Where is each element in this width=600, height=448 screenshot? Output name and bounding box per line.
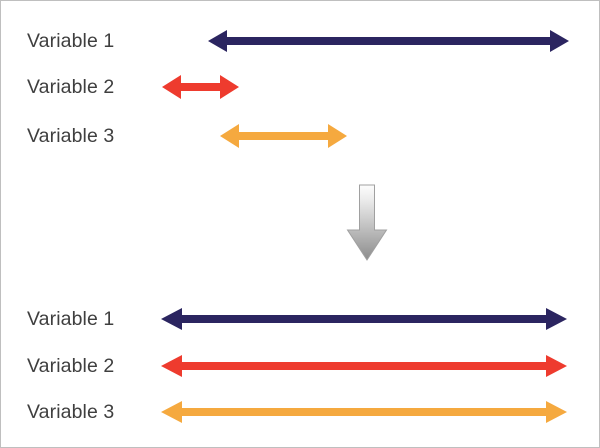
double-headed-arrow-icon bbox=[162, 75, 239, 99]
double-headed-arrow-icon bbox=[161, 401, 567, 423]
range-arrow-variable-3 bbox=[220, 113, 347, 159]
variable-label: Variable 1 bbox=[27, 30, 115, 52]
variable-row: Variable 1 bbox=[1, 296, 599, 342]
double-headed-arrow-icon bbox=[161, 355, 567, 377]
transition-down-arrow bbox=[341, 181, 393, 271]
variable-label: Variable 1 bbox=[27, 308, 115, 330]
double-headed-arrow-icon bbox=[208, 30, 569, 52]
variable-row: Variable 2 bbox=[1, 64, 599, 110]
double-headed-arrow-icon bbox=[161, 308, 567, 330]
range-arrow-variable-2 bbox=[162, 64, 239, 110]
range-arrow-variable-1 bbox=[208, 18, 569, 64]
panel-before-standardization: Variable 1 Variable 2 Variable 3 bbox=[1, 1, 599, 176]
range-arrow-variable-3 bbox=[161, 389, 567, 435]
variable-row: Variable 3 bbox=[1, 389, 599, 435]
panel-after-standardization: Variable 1 Variable 2 Variable 3 bbox=[1, 286, 599, 447]
down-arrow-icon bbox=[346, 184, 388, 261]
variable-row: Variable 2 bbox=[1, 343, 599, 389]
variable-row: Variable 1 bbox=[1, 18, 599, 64]
range-arrow-variable-1 bbox=[161, 296, 567, 342]
variable-label: Variable 2 bbox=[27, 355, 115, 377]
variable-label: Variable 3 bbox=[27, 125, 115, 147]
variable-label: Variable 2 bbox=[27, 76, 115, 98]
variable-label: Variable 3 bbox=[27, 401, 115, 423]
range-arrow-variable-2 bbox=[161, 343, 567, 389]
variable-row: Variable 3 bbox=[1, 113, 599, 159]
double-headed-arrow-icon bbox=[220, 124, 347, 148]
